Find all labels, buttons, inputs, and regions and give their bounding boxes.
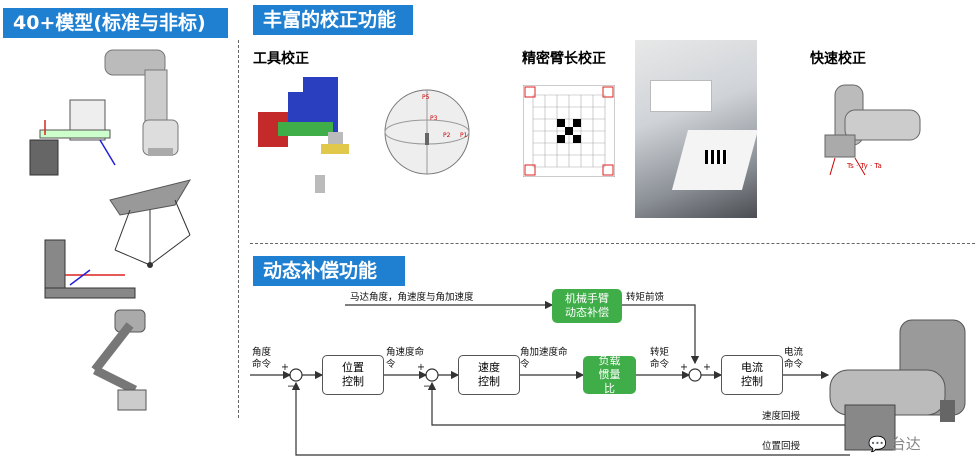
quick-calibration-equation: Ts · Ty · Ta bbox=[846, 162, 882, 170]
calibration-header: 丰富的校正功能 bbox=[253, 5, 413, 35]
label-torque-feedforward: 转矩前馈 bbox=[626, 292, 665, 303]
label-motor-angle-input: 马达角度，角速度与角加速度 bbox=[350, 292, 474, 303]
delta-robot bbox=[109, 179, 192, 268]
sphere-calibration-illustration: P5 P3 P2 P1 bbox=[384, 89, 470, 175]
watermark-text: 台达 bbox=[890, 435, 921, 453]
speed-control-block: 速度控制 bbox=[458, 355, 520, 395]
sphere-label-p3: P3 bbox=[430, 115, 438, 122]
scara-robot-bottom bbox=[829, 319, 966, 451]
label-torque-command: 转矩命令 bbox=[650, 347, 670, 370]
label-current-command: 电流命令 bbox=[784, 347, 804, 370]
sum3-plus-left: + bbox=[680, 362, 688, 373]
scara-robot-top bbox=[104, 49, 179, 156]
models-header: 40+模型(标准与非标) bbox=[3, 8, 228, 38]
tool-calibration-illustration bbox=[258, 77, 349, 193]
quick-calibration-title: 快速校正 bbox=[810, 51, 866, 67]
horizontal-divider bbox=[250, 243, 975, 244]
sum2-minus: − bbox=[423, 381, 431, 392]
label-angle-command: 角度命令 bbox=[252, 347, 272, 370]
watermark-logo: 💬 台达 bbox=[868, 433, 921, 454]
robot-models-illustration bbox=[29, 49, 192, 411]
cartesian-robot bbox=[29, 99, 116, 176]
sum3-plus-right: + bbox=[703, 362, 711, 373]
sphere-label-p1: P1 bbox=[460, 132, 468, 139]
current-control-block: 电流控制 bbox=[721, 355, 783, 395]
label-position-feedback: 位置回授 bbox=[762, 441, 801, 452]
position-control-block: 位置控制 bbox=[322, 355, 384, 395]
sphere-label-p2: P2 bbox=[443, 132, 451, 139]
sum1-minus: − bbox=[287, 381, 295, 392]
load-inertia-ratio-block: 负载惯量比 bbox=[583, 354, 636, 395]
sphere-label-p5: P5 bbox=[422, 94, 430, 101]
tool-calibration-title: 工具校正 bbox=[253, 51, 309, 67]
label-speed-feedback: 速度回授 bbox=[762, 411, 801, 422]
label-angular-acceleration-command: 角加速度命令 bbox=[520, 347, 568, 370]
sum2-plus: + bbox=[417, 362, 425, 373]
vertical-divider bbox=[238, 40, 239, 418]
l-shaped-robot bbox=[44, 239, 136, 299]
dynamic-compensation-header: 动态补偿功能 bbox=[253, 256, 405, 286]
label-angular-velocity-command: 角速度命令 bbox=[386, 347, 425, 370]
arm-dynamic-compensation-block: 机械手臂动态补偿 bbox=[552, 289, 622, 323]
chat-bubble-icon: 💬 bbox=[868, 434, 887, 453]
sum1-plus: + bbox=[281, 362, 289, 373]
robot-camera-photo bbox=[635, 40, 759, 218]
arm-length-calibration-title: 精密臂长校正 bbox=[522, 51, 606, 67]
quick-calibration-illustration: Ts · Ty · Ta bbox=[824, 84, 921, 176]
checkerboard-calibration-illustration bbox=[523, 85, 615, 177]
articulated-robot bbox=[91, 309, 147, 411]
